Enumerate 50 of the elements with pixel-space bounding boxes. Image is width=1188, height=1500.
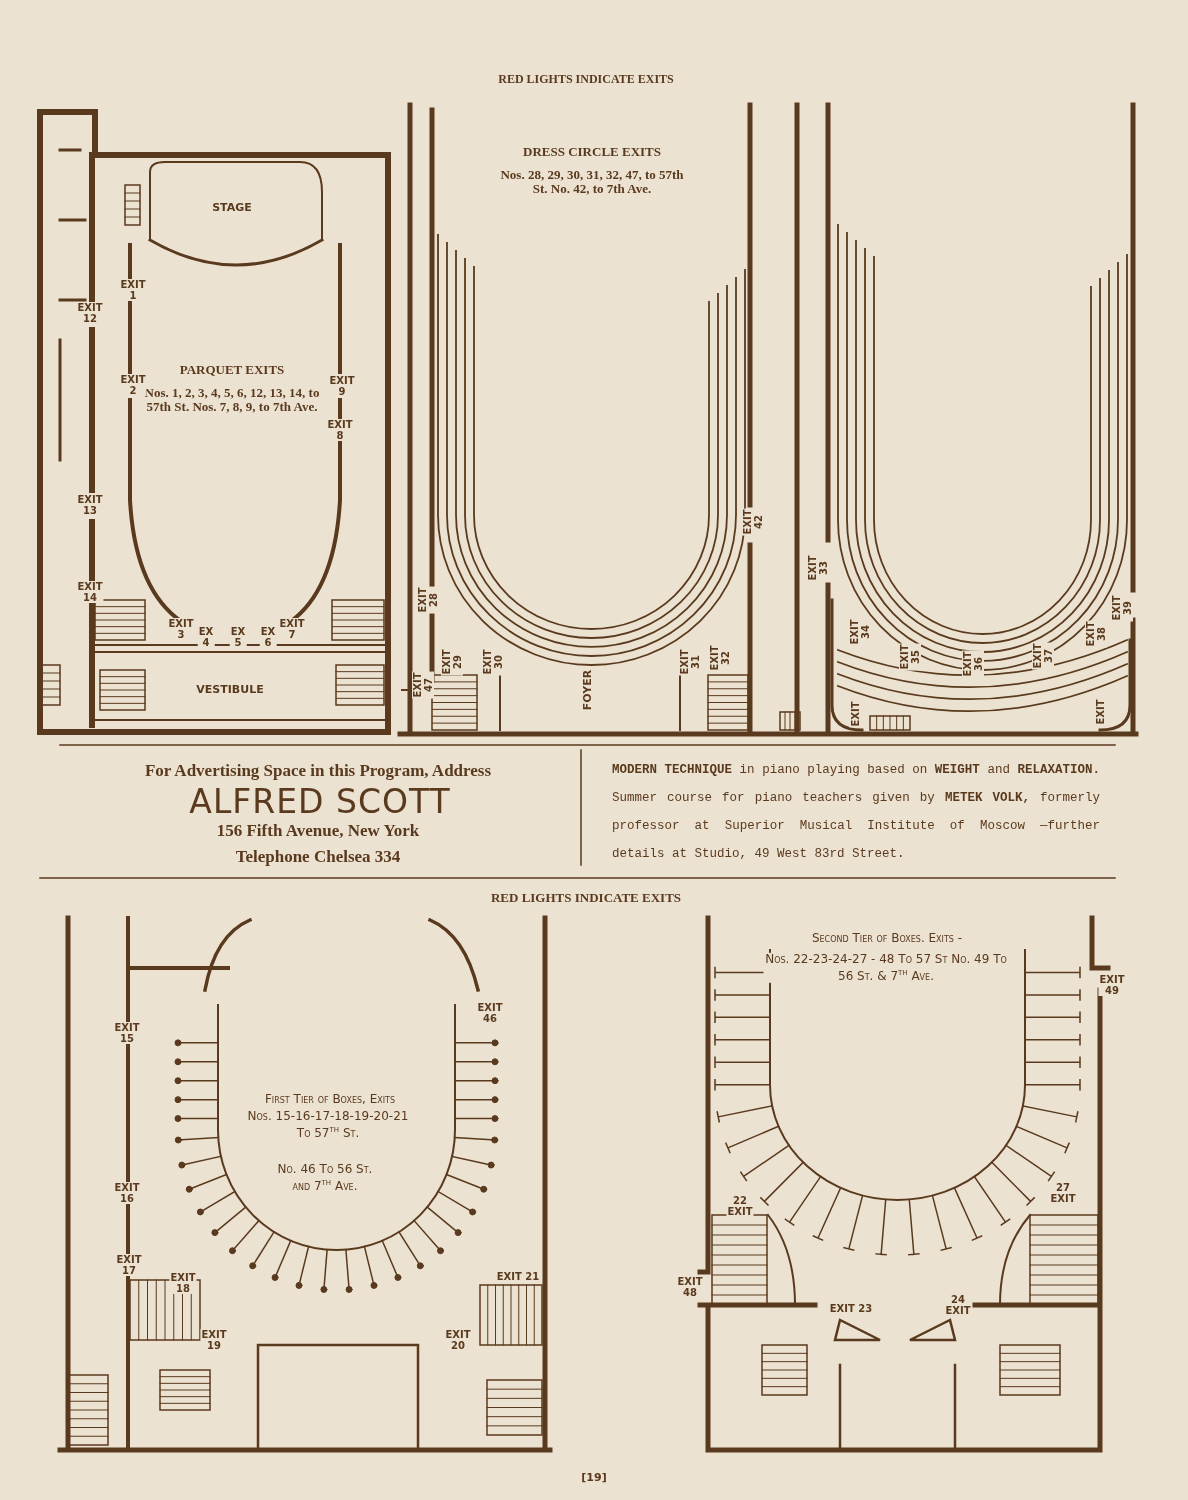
exit-label: EXIT 3 [167,618,195,640]
exit-label: EXIT 13 [76,494,104,516]
exit-label: EXIT 37 [1032,642,1054,670]
exit-label: EXIT 39 [1111,594,1133,622]
page-number: [19] [581,1471,607,1485]
exit-label: EX 4 [197,626,215,648]
exit-label: EXIT 18 [169,1272,197,1294]
address: 156 Fifth Avenue, New York [216,821,420,841]
exit-label: EXIT 30 [482,648,504,676]
exit-label: EXIT 34 [849,618,871,646]
exit-label: EXIT 36 [962,650,984,678]
exit-label: EXIT 23 [828,1302,874,1314]
exit-label: EXIT 49 [1098,974,1126,996]
exit-label: EXIT 8 [326,419,354,441]
exit-label: EXIT 15 [113,1022,141,1044]
exit-label: EXIT 7 [278,618,306,640]
exit-label: 24 EXIT [944,1294,972,1316]
exit-label: EX 6 [259,626,277,648]
exit-label: EXIT 21 [495,1270,541,1282]
exit-label: EXIT 42 [742,508,764,536]
exit-label: EXIT 14 [76,581,104,603]
exit-label: EXIT [849,700,861,728]
exit-label: 27 EXIT [1049,1182,1077,1204]
exits-note-heading: First Tier of Boxes, Exits [264,1093,396,1107]
exit-label: EXIT 38 [1085,620,1107,648]
exit-label: EXIT 35 [899,643,921,671]
ad-heading: For Advertising Space in this Program, Address [144,761,492,781]
exit-label: EXIT [1094,698,1106,726]
exit-label: EX 5 [229,626,247,648]
exit-label: EXIT 31 [679,648,701,676]
exit-label: EXIT 12 [76,302,104,324]
exit-label: EXIT 28 [417,586,439,614]
exit-label: EXIT 19 [200,1329,228,1351]
exit-label: EXIT 47 [412,671,434,699]
exits-note: Nos. 28, 29, 30, 31, 32, 47, to 57th St. No. 42, to 7th Ave. [497,167,687,197]
exit-label: EXIT 48 [676,1276,704,1298]
exit-label: EXIT 9 [328,375,356,397]
exit-label: EXIT 2 [119,374,147,396]
exit-label: EXIT 17 [115,1254,143,1276]
exit-label: 22 EXIT [726,1195,754,1217]
phone-number: Telephone Chelsea 334 [235,847,401,867]
exit-label: EXIT 46 [476,1002,504,1024]
exit-label: EXIT 16 [113,1182,141,1204]
exit-label: EXIT 32 [709,644,731,672]
exits-note: Nos. 22-23-24-27 - 48 To 57 St No. 49 To 56 St. & 7$^{th}$ Ave. [763,952,1009,984]
exit-label: EXIT 1 [119,279,147,301]
ad-paragraph: MODERN TECHNIQUE in piano playing based on WEIGHT and RELAXATION. Summer course for piano teachers given by METEK VOLK, formerly professor at Superior Musical Institute of Moscow —further details at Studio, 49 West 83rd Street. [612,762,1100,863]
exit-label: EXIT 29 [441,648,463,676]
exit-label: EXIT 20 [444,1329,472,1351]
exit-label: EXIT 33 [807,554,829,582]
